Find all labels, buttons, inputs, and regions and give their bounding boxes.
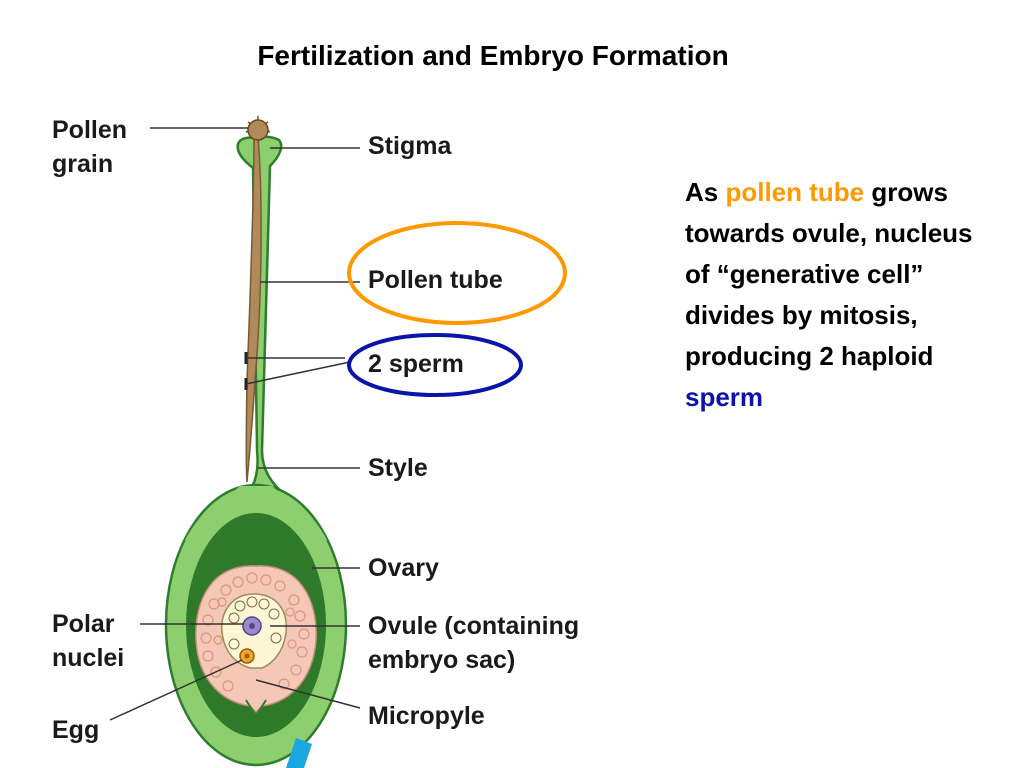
page-title: Fertilization and Embryo Formation bbox=[257, 40, 729, 71]
highlight-sperm: sperm bbox=[685, 382, 764, 412]
style-shape bbox=[236, 135, 290, 497]
label-pollen-tube: Pollen tube bbox=[368, 266, 503, 294]
leader-lines bbox=[109, 127, 361, 721]
sperm-highlight bbox=[347, 333, 523, 397]
label-style: Style bbox=[368, 454, 428, 482]
cyan-decoration bbox=[286, 738, 312, 768]
label-micropyle: Micropyle bbox=[368, 702, 485, 730]
label-two-sperm: 2 sperm bbox=[368, 350, 464, 378]
pollen-grain bbox=[247, 119, 269, 141]
explanation-part-1: As bbox=[685, 177, 726, 207]
explanation-part-2: grows towards ovule, nucleus of “generat… bbox=[685, 177, 973, 371]
label-polar-nuclei-1: Polar bbox=[52, 610, 115, 638]
pollen-tube-highlight bbox=[347, 221, 567, 325]
label-egg: Egg bbox=[52, 716, 99, 744]
label-stigma: Stigma bbox=[368, 132, 452, 160]
label-pollen-grain-2: grain bbox=[52, 150, 113, 178]
explanation-text: As pollen tube grows towards ovule, nucl… bbox=[685, 172, 985, 418]
pistil-body bbox=[164, 135, 348, 767]
micropyle-opening bbox=[245, 699, 267, 718]
highlight-pollen-tube: pollen tube bbox=[725, 177, 865, 207]
label-polar-nuclei-2: nuclei bbox=[52, 644, 124, 672]
label-ovule-1: Ovule (containing bbox=[368, 612, 579, 640]
label-ovary: Ovary bbox=[368, 554, 439, 582]
embryo-sac-cells bbox=[228, 596, 282, 650]
label-ovule-2: embryo sac) bbox=[368, 646, 515, 674]
label-pollen-grain-1: Pollen bbox=[52, 116, 127, 144]
ovule-cells bbox=[200, 572, 310, 692]
